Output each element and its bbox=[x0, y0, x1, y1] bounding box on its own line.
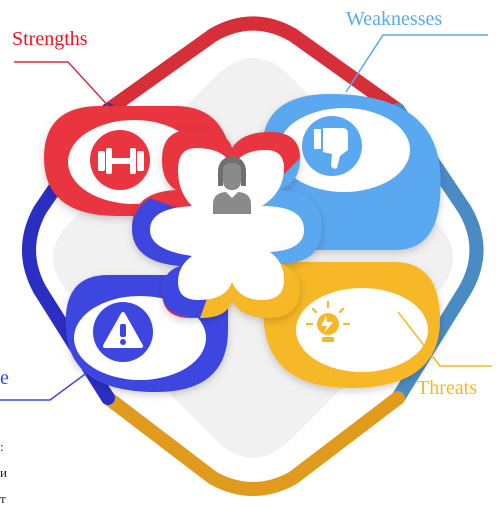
clipped-text-line-3: т bbox=[0, 491, 6, 506]
ring-top-segment bbox=[101, 16, 405, 117]
warning-icon bbox=[103, 312, 143, 348]
strengths-label: Strengths bbox=[12, 28, 88, 50]
weaknesses-label: Weaknesses bbox=[346, 8, 443, 30]
person-icon bbox=[213, 156, 251, 214]
ring-right-segment bbox=[391, 103, 484, 405]
opportunities-label: e bbox=[0, 367, 9, 389]
clipped-text-line-1: : bbox=[0, 439, 4, 454]
threats-label: Threats bbox=[417, 377, 477, 399]
outer-ring bbox=[22, 16, 484, 496]
clipped-text-line-2: и bbox=[0, 465, 7, 480]
opportunities-leader-line bbox=[0, 371, 89, 401]
threats-petal bbox=[262, 262, 440, 388]
center-cross bbox=[132, 130, 322, 318]
thumbs-down-icon bbox=[314, 128, 348, 169]
dumbbell-icon bbox=[98, 148, 144, 174]
ring-bottom-segment bbox=[101, 391, 405, 496]
ring-left-segment bbox=[22, 103, 115, 405]
threats-leader-line bbox=[397, 311, 492, 367]
lightbulb-icon bbox=[305, 300, 351, 342]
strengths-leader-line bbox=[14, 61, 113, 111]
weaknesses-leader-line bbox=[345, 34, 488, 93]
